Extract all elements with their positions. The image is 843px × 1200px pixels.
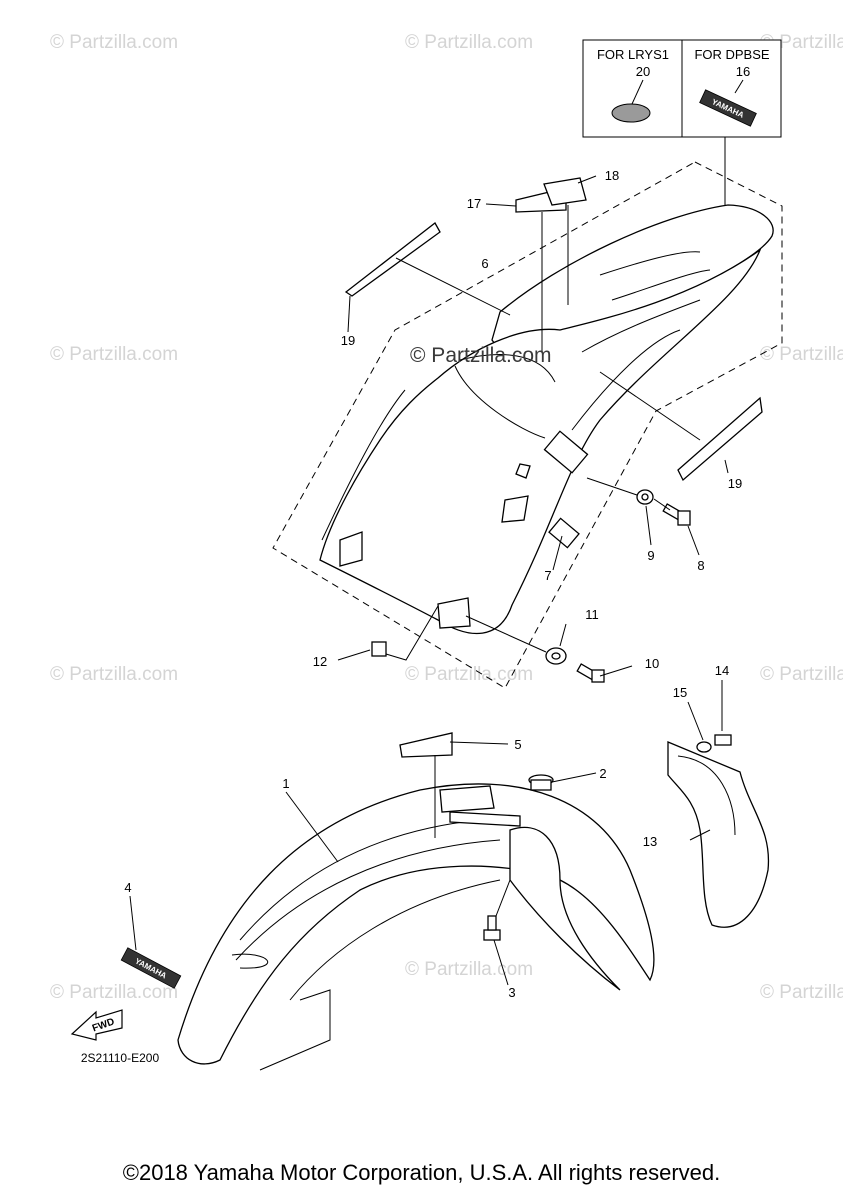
decal-18 bbox=[543, 177, 587, 206]
center-watermark: © Partzilla.com bbox=[410, 344, 552, 367]
watermark: © Partzilla.com bbox=[760, 982, 843, 1003]
watermark: © Partzilla.com bbox=[50, 664, 178, 685]
washer-9 bbox=[636, 489, 654, 505]
fwd-arrow-icon: FWD bbox=[70, 1009, 123, 1041]
watermark: © Partzilla.com bbox=[760, 344, 843, 365]
diagram-code: 2S21110-E200 bbox=[81, 1051, 160, 1065]
bolt-10 bbox=[576, 663, 605, 683]
washer-15 bbox=[696, 741, 712, 753]
callout-19-right: 19 bbox=[728, 476, 742, 491]
watermark: © Partzilla.com bbox=[405, 664, 533, 685]
callout-1: 1 bbox=[282, 776, 289, 791]
front-fender bbox=[177, 783, 655, 1071]
watermark: © Partzilla.com bbox=[405, 959, 533, 980]
callout-13: 13 bbox=[643, 834, 657, 849]
callout-16-box: 16 bbox=[736, 64, 750, 79]
callout-6: 6 bbox=[481, 256, 488, 271]
callout-5: 5 bbox=[514, 737, 521, 752]
nut-12 bbox=[371, 641, 387, 657]
emblem-decal-20 bbox=[611, 103, 651, 123]
rear-fender bbox=[319, 204, 774, 635]
variant-right-label: FOR DPBSE bbox=[694, 47, 769, 62]
callout-19-left: 19 bbox=[341, 333, 355, 348]
watermark: © Partzilla.com bbox=[405, 32, 533, 53]
callout-20: 20 bbox=[636, 64, 650, 79]
washer-11 bbox=[545, 647, 567, 665]
variant-left-label: FOR LRYS1 bbox=[597, 47, 669, 62]
variant-box: FOR LRYS1 FOR DPBSE 20 16 YAMAHA bbox=[582, 39, 782, 212]
callout-12: 12 bbox=[313, 654, 327, 669]
watermark: © Partzilla.com bbox=[760, 664, 843, 685]
bolt-8 bbox=[662, 503, 691, 526]
copyright-text: ©2018 Yamaha Motor Corporation, U.S.A. A… bbox=[122, 1160, 721, 1185]
mud-guard-13 bbox=[667, 741, 770, 928]
callout-4: 4 bbox=[124, 880, 131, 895]
callout-14: 14 bbox=[715, 663, 729, 678]
callout-10: 10 bbox=[645, 656, 659, 671]
watermark: © Partzilla.com bbox=[50, 982, 178, 1003]
callout-11: 11 bbox=[585, 607, 599, 622]
watermark-group: © Partzilla.com © Partzilla.com © Partzi… bbox=[50, 32, 843, 1003]
callout-9: 9 bbox=[647, 548, 654, 563]
bolt-3 bbox=[483, 915, 501, 941]
callouts: 1 2 3 4 5 6 7 8 9 10 11 12 13 14 15 17 1… bbox=[124, 168, 742, 1000]
watermark: © Partzilla.com bbox=[50, 344, 178, 365]
decal-5 bbox=[399, 732, 453, 758]
screw-14 bbox=[714, 734, 732, 746]
callout-7: 7 bbox=[544, 568, 551, 583]
callout-8: 8 bbox=[697, 558, 704, 573]
callout-17: 17 bbox=[467, 196, 481, 211]
callout-18: 18 bbox=[605, 168, 619, 183]
callout-2: 2 bbox=[599, 766, 606, 781]
callout-3: 3 bbox=[508, 985, 515, 1000]
stripe-decal-19-right bbox=[677, 396, 763, 482]
watermark: © Partzilla.com bbox=[50, 32, 178, 53]
collar-2 bbox=[528, 774, 554, 791]
callout-15: 15 bbox=[673, 685, 687, 700]
stripe-decal-19-left bbox=[344, 222, 441, 297]
